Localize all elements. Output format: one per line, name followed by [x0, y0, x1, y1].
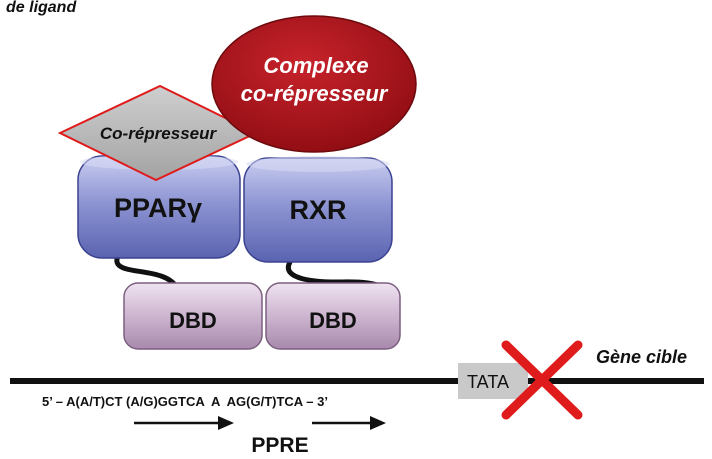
dbd-right-label: DBD	[309, 308, 357, 333]
tata-box: TATA	[458, 363, 528, 399]
corepressor-complex: Complexe co-répresseur	[211, 15, 417, 153]
ppre-sequence: 5’ – A(A/T)CT (A/G)GGTCA A AG(G/T)TCA – …	[42, 394, 328, 409]
rxr-receptor: RXR	[243, 156, 393, 263]
rxr-label: RXR	[289, 195, 346, 225]
half-site-arrow-left	[134, 416, 234, 430]
corepressor-diamond: Co-répresseur	[57, 84, 259, 182]
half-site-arrow-right	[312, 416, 386, 430]
dbd-right: DBD	[265, 282, 401, 350]
target-gene-label: Gène cible	[596, 347, 687, 367]
header-partial-text: de ligand	[6, 0, 77, 16]
ppre-label: PPRE	[251, 434, 308, 457]
complex-label-line2: co-répresseur	[241, 81, 389, 106]
corepressor-label: Co-répresseur	[100, 124, 218, 143]
complex-label-line1: Complexe	[263, 53, 368, 78]
transcription-blocked-cross-icon	[501, 340, 583, 420]
dbd-left: DBD	[123, 282, 263, 350]
tata-label: TATA	[467, 372, 509, 392]
dbd-left-label: DBD	[169, 308, 217, 333]
ppar-gamma-label: PPARγ	[114, 193, 202, 223]
